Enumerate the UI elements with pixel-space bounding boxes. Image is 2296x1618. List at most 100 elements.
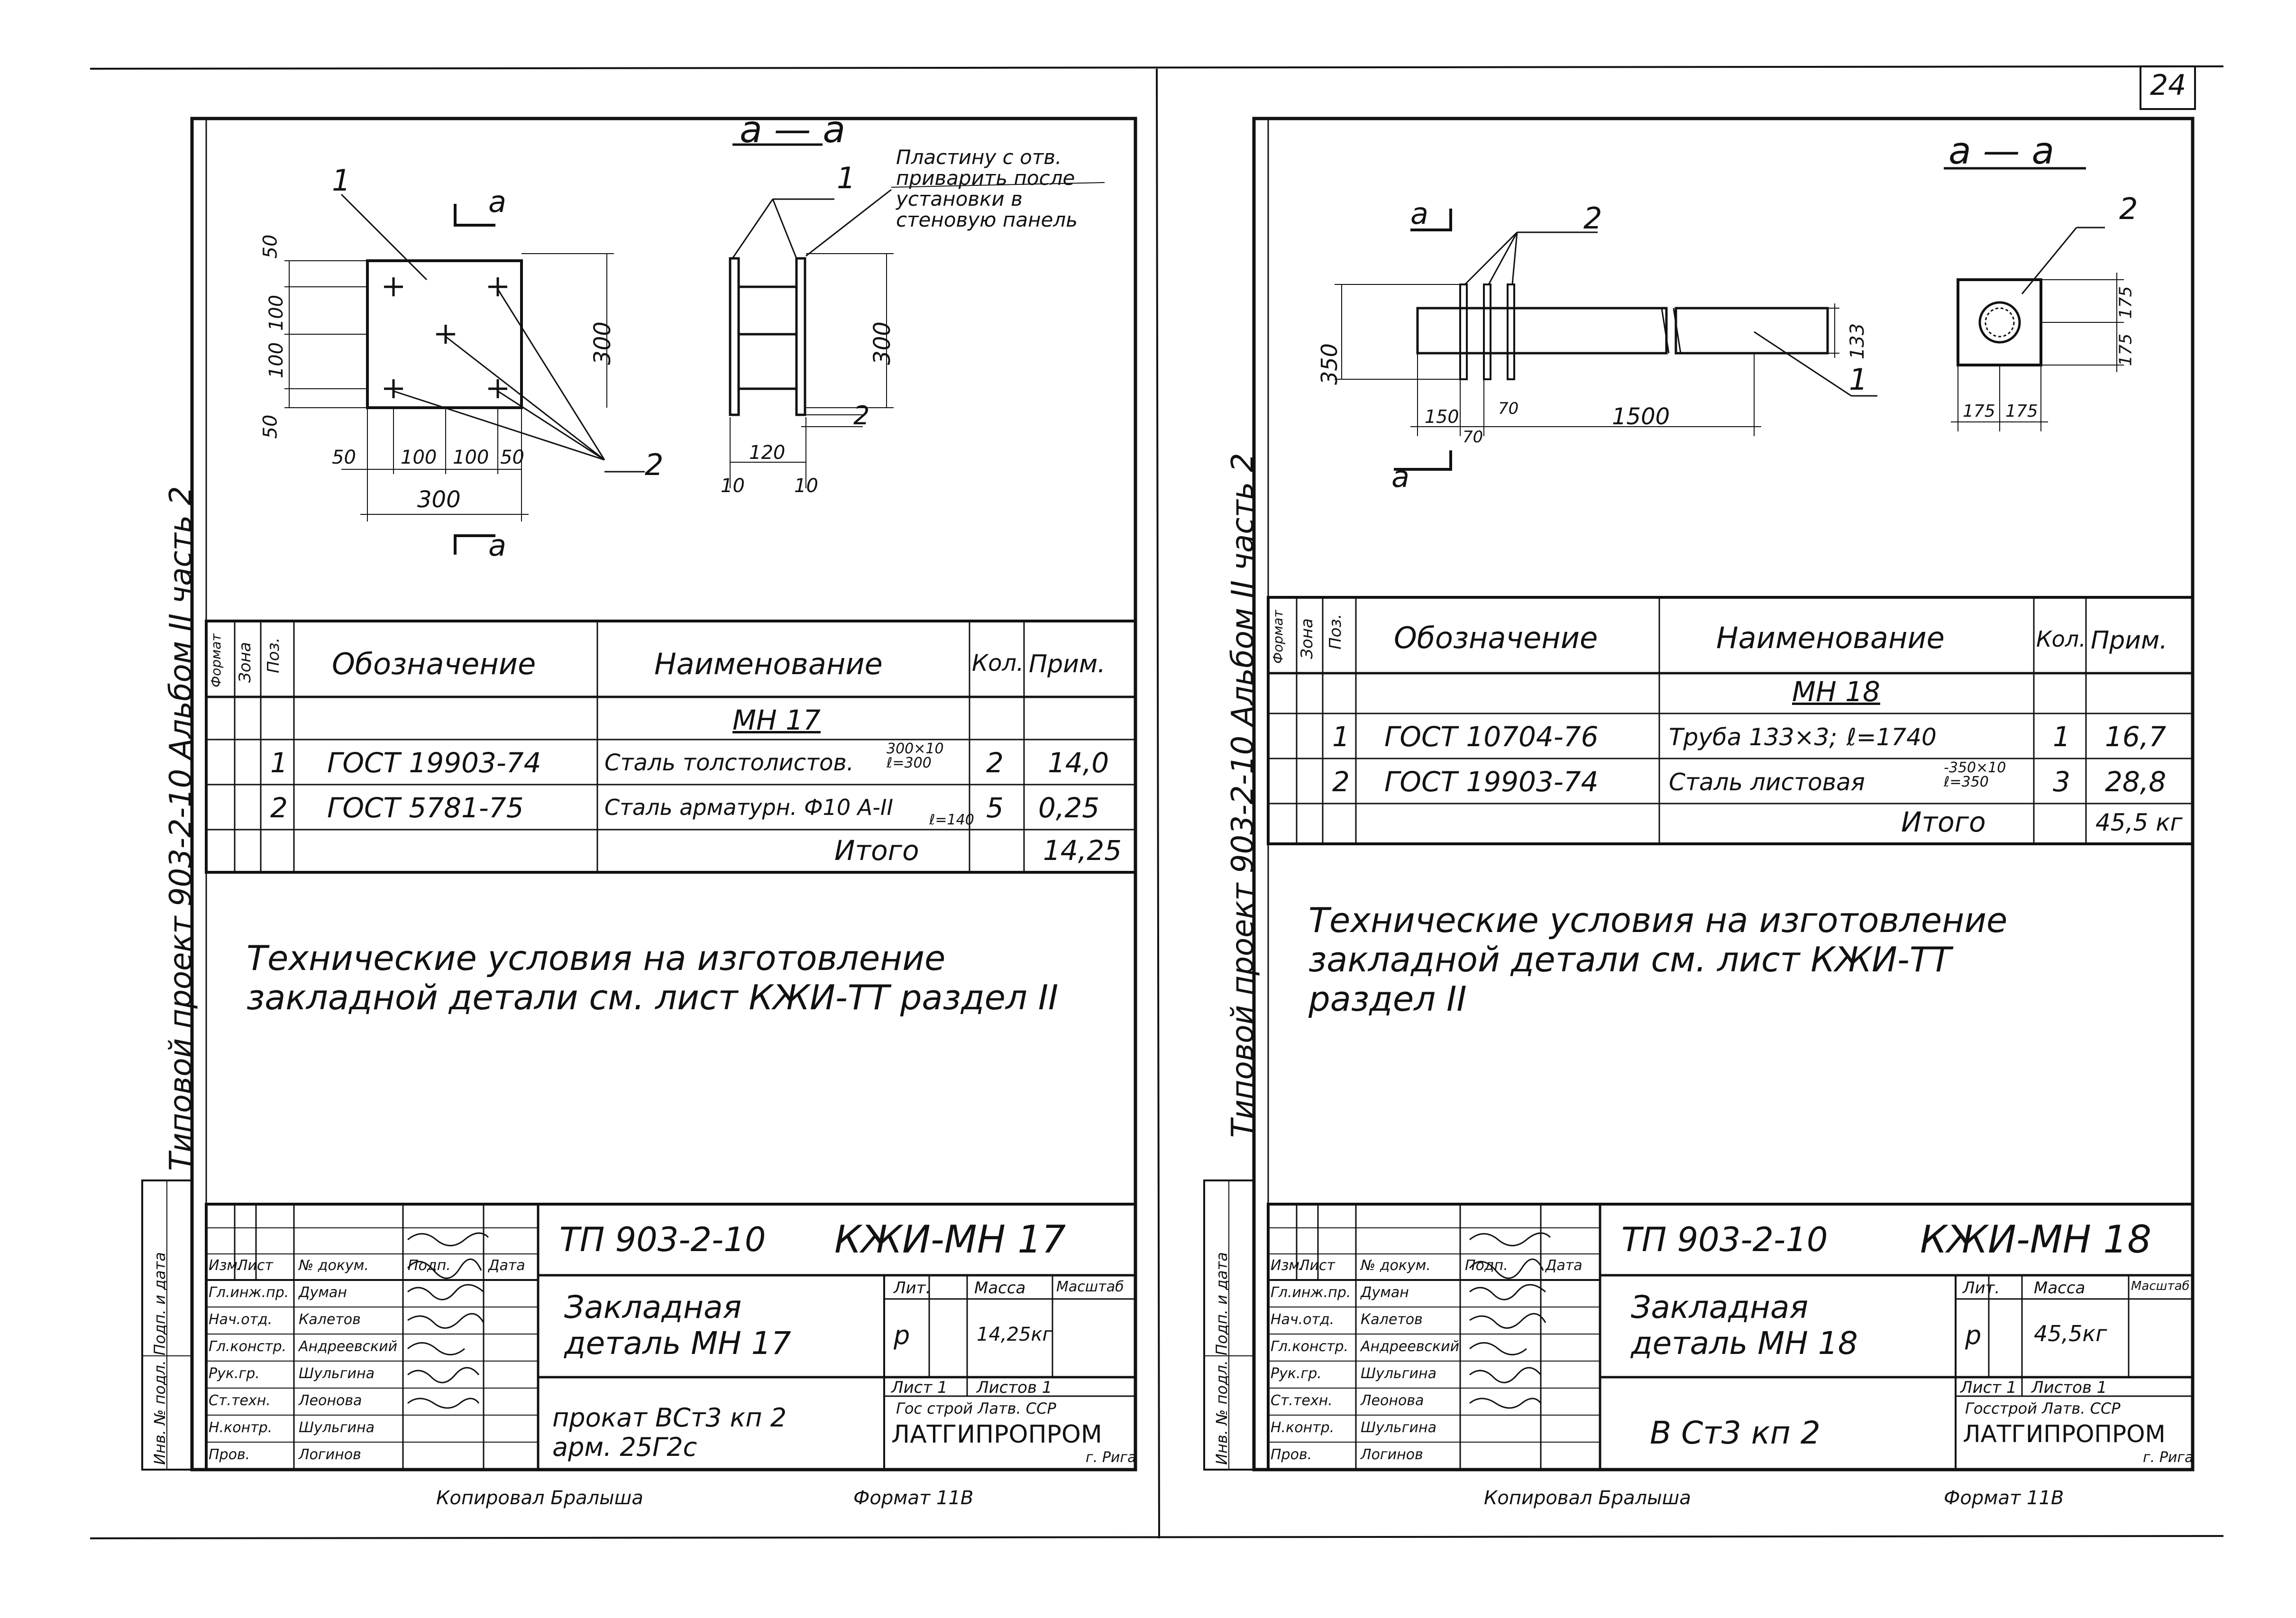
left-row1-note: 14,0 <box>1048 747 1109 779</box>
left-dim-10a: 10 <box>721 475 745 497</box>
right-technical-notes: Технические условия на изготовление закл… <box>1308 900 2008 1019</box>
left-stamp-lit-h: Лит. <box>894 1279 931 1298</box>
left-technical-notes: Технические условия на изготовление закл… <box>247 938 1059 1017</box>
left-pos-2a: 2 <box>645 448 664 482</box>
right-row1-pos: 1 <box>1332 721 1350 753</box>
left-dim-50-v: 50 <box>259 234 282 259</box>
right-row1-doc: ГОСТ 10704-76 <box>1384 721 1599 753</box>
right-people-r7b: Логинов <box>1361 1446 1423 1463</box>
left-stamp-scale-h: Масштаб <box>1056 1279 1124 1295</box>
right-row2-qty: 3 <box>2053 766 2070 798</box>
right-people-r3a: Гл.констр. <box>1271 1338 1349 1355</box>
left-th-zone: Зона <box>236 642 255 683</box>
right-stamp-title: Закладная деталь МН 18 <box>1631 1289 1858 1362</box>
right-th-doc: Обозначение <box>1394 621 1598 655</box>
right-dim-70a: 70 <box>1463 428 1483 447</box>
left-people-h4: Дата <box>488 1257 525 1274</box>
left-dim-100-v2: 100 <box>265 342 288 379</box>
right-stamp-org: Госстрой Латв. ССР <box>1965 1399 2121 1417</box>
right-row2-note: 28,8 <box>2105 766 2167 798</box>
right-people-h0: Изм. <box>1271 1257 1304 1274</box>
right-frame <box>1203 65 2196 1472</box>
left-people-r6b: Шульгина <box>299 1419 375 1436</box>
right-th-note: Прим. <box>2091 626 2168 655</box>
left-people-h0: Изм. <box>209 1257 242 1274</box>
right-dim-150: 150 <box>1425 406 1459 427</box>
right-people-r4a: Рук.гр. <box>1271 1365 1322 1382</box>
left-stamp-title: Закладная деталь МН 17 <box>564 1289 791 1362</box>
left-row2-size: ℓ=140 <box>929 812 974 828</box>
right-people-r5b: Леонова <box>1361 1392 1424 1409</box>
right-section-mark-bottom: а <box>1391 459 1409 494</box>
left-section-mark-bottom: а <box>488 528 506 563</box>
left-dim-100-v: 100 <box>265 294 288 331</box>
left-row1-size: 300×10 ℓ=300 <box>887 740 944 771</box>
left-people-r4b: Шульгина <box>299 1365 375 1382</box>
left-frame <box>141 117 1137 1472</box>
right-people-r1a: Гл.инж.пр. <box>1271 1284 1351 1301</box>
left-people-h1: Лист <box>237 1257 274 1274</box>
left-stamp-code: ТП 903-2-10 <box>559 1220 766 1259</box>
right-row1-size: ℓ=1740 <box>1847 723 1937 751</box>
right-stamp-mass-h: Масса <box>2034 1279 2086 1298</box>
left-stamp-sheet: КЖИ-МН 17 <box>834 1217 1066 1261</box>
left-pos-1a: 1 <box>332 163 351 198</box>
right-th-format: Формат <box>1270 610 1286 664</box>
right-people-h1: Лист <box>1299 1257 1336 1274</box>
left-people-h3: Подп. <box>408 1257 451 1274</box>
right-people-r1b: Думан <box>1361 1284 1409 1301</box>
right-stamp-lit: р <box>1965 1320 1982 1350</box>
right-row2-doc: ГОСТ 19903-74 <box>1384 766 1599 798</box>
left-stamp-material: прокат ВСт3 кп 2 арм. 25Г2с <box>552 1403 787 1463</box>
left-stamp-city: г. Рига <box>1086 1449 1136 1466</box>
right-stamp-org-name: ЛАТГИПРОПРОМ <box>1963 1420 2166 1448</box>
left-people-r5a: Ст.техн. <box>209 1392 271 1409</box>
right-dim-175c: 175 <box>2116 286 2136 319</box>
left-plate-plan <box>284 193 645 555</box>
right-stamp-city: г. Рига <box>2143 1449 2194 1466</box>
right-row1-name: Труба 133×3; <box>1669 723 1838 751</box>
left-dim-50b: 50 <box>500 447 524 468</box>
left-people-r7b: Логинов <box>299 1446 361 1463</box>
left-people-r4a: Рук.гр. <box>209 1365 260 1382</box>
right-dim-175b: 175 <box>2005 402 2038 421</box>
right-people-r3b: Андреевский <box>1361 1338 1460 1355</box>
left-people-r7a: Пров. <box>209 1446 250 1463</box>
left-th-format: Формат <box>208 633 224 687</box>
left-row2-doc: ГОСТ 5781-75 <box>327 792 524 824</box>
right-footer-format: Формат 11В <box>1944 1487 2064 1509</box>
left-section-note: Пластину с отв. приварить после установк… <box>896 146 1078 232</box>
right-th-pos: Поз. <box>1326 613 1345 649</box>
right-pos-2b: 2 <box>2119 192 2138 226</box>
left-section-title: а — а <box>740 109 846 151</box>
right-people-h4: Дата <box>1546 1257 1583 1274</box>
right-stamp-material: В Ст3 кп 2 <box>1650 1415 1820 1451</box>
right-group-label: МН 18 <box>1792 676 1880 708</box>
right-dim-1500: 1500 <box>1612 403 1670 430</box>
left-stamp-mass-h: Масса <box>974 1279 1026 1298</box>
right-stamp-list: Лист 1 <box>1960 1378 2017 1397</box>
right-stamp-lists: Листов 1 <box>2031 1378 2107 1397</box>
left-th-name: Наименование <box>654 647 883 681</box>
left-th-note: Прим. <box>1029 650 1106 678</box>
right-th-name: Наименование <box>1716 621 1945 655</box>
left-side-label: Типовой проект 903-2-10 Альбом II часть … <box>164 486 199 1171</box>
right-section-view <box>1944 167 2124 431</box>
left-people-r1b: Думан <box>299 1284 347 1301</box>
left-row2-pos: 2 <box>270 792 288 824</box>
left-group-label: МН 17 <box>732 704 821 736</box>
left-people-r1a: Гл.инж.пр. <box>209 1284 289 1301</box>
left-dim-100a: 100 <box>401 447 437 468</box>
left-dim-300-right: 300 <box>589 321 616 365</box>
right-section-title: а — а <box>1948 130 2055 173</box>
left-dim-300-bottom: 300 <box>417 486 461 513</box>
right-stamp-code: ТП 903-2-10 <box>1621 1220 1828 1259</box>
right-dim-175d: 175 <box>2116 333 2136 366</box>
left-total-value: 14,25 <box>1043 834 1122 867</box>
page-number: 24 <box>2150 69 2186 102</box>
right-side-label-bottom: Инв. № подл. Подп. и дата <box>1213 1252 1231 1465</box>
right-total-value: 45,5 кг <box>2095 809 2183 836</box>
right-row2-size: -350×10 ℓ=350 <box>1944 759 2006 790</box>
left-stamp-lit: р <box>894 1320 910 1350</box>
right-dim-70b: 70 <box>1498 399 1519 418</box>
